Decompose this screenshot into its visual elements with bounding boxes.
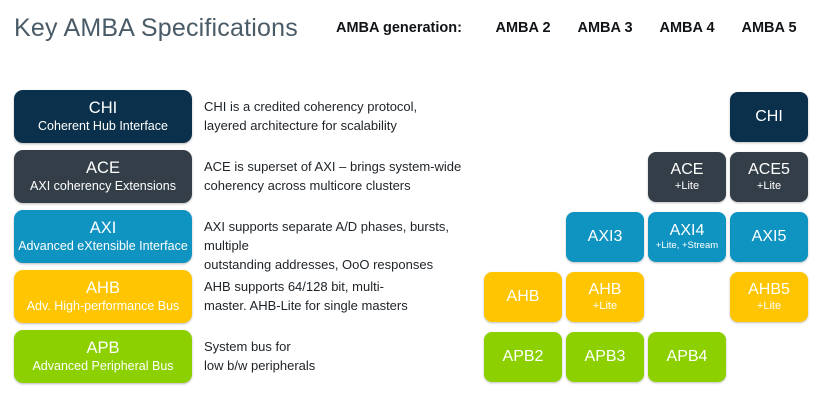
grid-cell-name: AHB5 xyxy=(748,281,790,299)
generation-header-1: AMBA 2 xyxy=(495,20,551,36)
grid-cell-name: AXI5 xyxy=(751,228,787,246)
grid-cell-axi-amba5[interactable]: AXI5 xyxy=(730,212,808,262)
grid-cell-name: CHI xyxy=(755,108,783,126)
description-line: System bus for xyxy=(204,339,291,354)
grid-cell-apb-amba2[interactable]: APB2 xyxy=(484,332,562,382)
description-line: CHI is a credited coherency protocol, xyxy=(204,99,418,114)
description-line: ACE is superset of AXI – brings system-w… xyxy=(204,159,462,174)
description-line: AXI supports separate A/D phases, bursts… xyxy=(204,219,449,253)
grid-cell-name: AXI4 xyxy=(669,222,705,240)
protocol-description-ace: ACE is superset of AXI – brings system-w… xyxy=(204,158,489,196)
grid-cell-variant: +Lite xyxy=(756,180,782,193)
protocol-description-chi: CHI is a credited coherency protocol, lay… xyxy=(204,98,489,136)
grid-cell-variant: +Lite xyxy=(592,300,618,313)
protocol-expansion-axi: Advanced eXtensible Interface xyxy=(18,238,188,253)
grid-cell-name: AHB xyxy=(588,281,622,299)
protocol-description-ahb: AHB supports 64/128 bit, multi-master. A… xyxy=(204,278,489,316)
grid-cell-variant: +Lite, +Stream xyxy=(655,239,719,251)
grid-cell-ace-amba5[interactable]: ACE5+Lite xyxy=(730,152,808,202)
grid-cell-apb-amba3[interactable]: APB3 xyxy=(566,332,644,382)
grid-cell-apb-amba4[interactable]: APB4 xyxy=(648,332,726,382)
grid-cell-variant: +Lite xyxy=(674,180,700,193)
grid-cell-name: APB4 xyxy=(666,348,708,366)
description-line: coherency across multicore clusters xyxy=(204,177,411,193)
grid-cell-ahb-amba2[interactable]: AHB xyxy=(484,272,562,322)
grid-cell-variant: +Lite xyxy=(756,300,782,313)
protocol-name-apb: APB xyxy=(86,339,120,358)
grid-cell-ahb-amba3[interactable]: AHB+Lite xyxy=(566,272,644,322)
grid-cell-name: AXI3 xyxy=(587,228,623,246)
protocol-description-apb: System bus for low b/w peripherals xyxy=(204,338,489,376)
protocol-name-chi: CHI xyxy=(88,99,118,118)
grid-cell-axi-amba4[interactable]: AXI4+Lite, +Stream xyxy=(648,212,726,262)
grid-cell-chi-amba5[interactable]: CHI xyxy=(730,92,808,142)
grid-cell-name: APB3 xyxy=(584,348,626,366)
grid-cell-name: AHB xyxy=(506,288,540,306)
grid-cell-ace-amba4[interactable]: ACE+Lite xyxy=(648,152,726,202)
description-line: low b/w peripherals xyxy=(204,357,316,373)
grid-cell-axi-amba3[interactable]: AXI3 xyxy=(566,212,644,262)
grid-cell-name: ACE5 xyxy=(748,161,790,179)
grid-cell-name: APB2 xyxy=(502,348,544,366)
page-title: Key AMBA Specifications xyxy=(14,14,298,42)
grid-cell-name: ACE xyxy=(670,161,704,179)
protocol-name-ahb: AHB xyxy=(86,279,120,298)
protocol-name-ace: ACE xyxy=(86,159,120,178)
protocol-name-axi: AXI xyxy=(89,219,117,238)
protocol-expansion-apb: Advanced Peripheral Bus xyxy=(32,358,174,373)
description-line: outstanding addresses, OoO responses xyxy=(204,256,434,272)
generation-header-4: AMBA 5 xyxy=(741,20,797,36)
grid-cell-ahb-amba5[interactable]: AHB5+Lite xyxy=(730,272,808,322)
protocol-expansion-chi: Coherent Hub Interface xyxy=(38,118,168,133)
protocol-expansion-ace: AXI coherency Extensions xyxy=(30,178,176,193)
generation-header-2: AMBA 3 xyxy=(577,20,633,36)
generation-header-3: AMBA 4 xyxy=(659,20,715,36)
amba-generation-label: AMBA generation: xyxy=(336,20,462,36)
description-line: master. AHB-Lite for single masters xyxy=(204,297,408,313)
description-line: AHB supports 64/128 bit, multi- xyxy=(204,279,384,294)
description-line: layered architecture for scalability xyxy=(204,117,397,133)
protocol-expansion-ahb: Adv. High-performance Bus xyxy=(26,298,180,313)
protocol-description-axi: AXI supports separate A/D phases, bursts… xyxy=(204,218,489,275)
